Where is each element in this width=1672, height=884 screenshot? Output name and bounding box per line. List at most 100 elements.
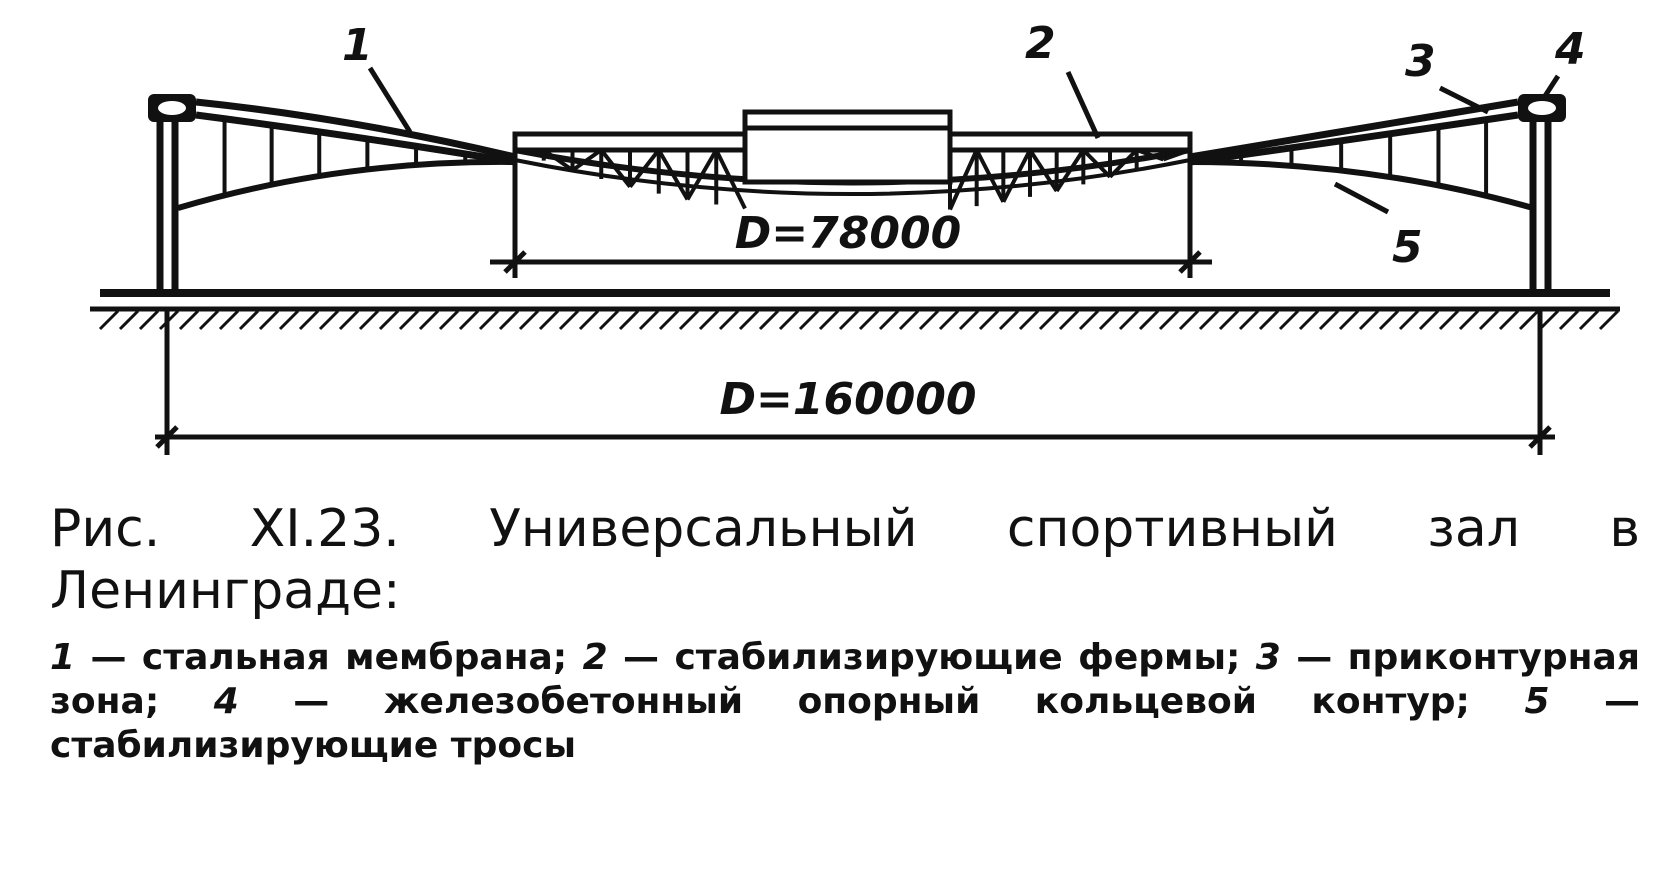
hatch-stroke	[1378, 309, 1400, 331]
hatch-stroke	[238, 309, 260, 331]
hatch-stroke	[858, 309, 880, 331]
hatch-stroke	[1178, 309, 1200, 331]
hatch-stroke	[1238, 309, 1260, 331]
hatch-stroke	[1258, 309, 1280, 331]
legend-number: 5	[1524, 681, 1550, 722]
truss-diagonal	[1001, 149, 1032, 203]
hatch-stroke	[618, 309, 640, 331]
truss-diagonal	[948, 149, 979, 211]
callout-leaders	[367, 66, 1561, 215]
hatch-stroke	[358, 309, 380, 331]
hatch-stroke	[1038, 309, 1060, 331]
truss-diagonal	[571, 148, 603, 172]
truss-diagonal	[599, 148, 632, 189]
hatch-stroke	[1218, 309, 1240, 331]
legend-number: 3	[1255, 637, 1281, 678]
hatch-stroke	[178, 309, 200, 331]
legend-text: стабилизирующие фермы;	[674, 637, 1256, 678]
truss-diagonal	[1162, 148, 1191, 162]
hatch-stroke	[518, 309, 540, 331]
inner-dimension-line	[490, 150, 1212, 278]
outer-span-label: D=160000	[719, 374, 976, 425]
hatch-stroke	[758, 309, 780, 331]
hatch-stroke	[1438, 309, 1460, 331]
hatch-stroke	[1278, 309, 1300, 331]
hatch-stroke	[478, 309, 500, 331]
legend-separator: —	[75, 637, 142, 678]
inner-span-label: D=78000	[735, 208, 961, 259]
legend-separator: —	[1280, 637, 1348, 678]
hatch-stroke	[1078, 309, 1100, 331]
truss-diagonal	[1028, 148, 1059, 193]
hatch-stroke	[438, 309, 460, 331]
hatch-stroke	[198, 309, 220, 331]
legend-text: приконтурная зона;	[50, 637, 1640, 722]
hatch-stroke	[1598, 309, 1620, 331]
legend-separator: —	[607, 637, 675, 678]
hatch-stroke	[678, 309, 700, 331]
truss-diagonal	[542, 148, 574, 172]
hatch-stroke	[378, 309, 400, 331]
legend-item: 1 — стальная мембрана;	[50, 637, 583, 678]
hatch-stroke	[1358, 309, 1380, 331]
cable-hangers	[222, 120, 1489, 196]
hatch-stroke	[398, 309, 420, 331]
central-lantern	[742, 109, 953, 185]
hatch-stroke	[298, 309, 320, 331]
hatch-stroke	[838, 309, 860, 331]
legend-number: 2	[582, 637, 608, 678]
legend-number: 4	[213, 681, 239, 722]
hatch-stroke	[138, 309, 160, 331]
legend-item: 4 — железобетонный опорный кольцевой кон…	[214, 681, 1525, 722]
outer-dimension-line	[155, 309, 1555, 455]
hatch-stroke	[1298, 309, 1320, 331]
truss-diagonal	[1108, 148, 1139, 179]
hatch-stroke	[578, 309, 600, 331]
callout-2: 2	[1025, 18, 1056, 69]
hatch-stroke	[218, 309, 240, 331]
legend-text: стальная мембрана;	[141, 637, 583, 678]
hatch-stroke	[1398, 309, 1420, 331]
hatch-stroke	[818, 309, 840, 331]
hatch-stroke	[718, 309, 740, 331]
truss-diagonal	[1081, 148, 1112, 179]
truss-diagonal	[714, 149, 747, 210]
truss-diagonal	[1054, 148, 1086, 193]
legend-text: стабилизирующие тросы	[50, 725, 577, 766]
callout-1: 1	[342, 20, 373, 71]
hatch-stroke	[738, 309, 760, 331]
hatch-stroke	[558, 309, 580, 331]
hatch-stroke	[1138, 309, 1160, 331]
hatch-stroke	[538, 309, 560, 331]
hatch-stroke	[1118, 309, 1140, 331]
hatch-stroke	[978, 309, 1000, 331]
building-section-diagram: D=78000 D=160000 1 2 3 4 5	[90, 18, 1620, 455]
hatch-stroke	[1578, 309, 1600, 331]
legend-item: 3 — приконтурная зона;	[50, 637, 1640, 722]
hatch-stroke	[938, 309, 960, 331]
hatch-stroke	[598, 309, 620, 331]
hatch-stroke	[1338, 309, 1360, 331]
hatch-stroke	[258, 309, 280, 331]
hatch-stroke	[998, 309, 1020, 331]
hatch-stroke	[1518, 309, 1540, 331]
legend-number: 1	[50, 637, 76, 678]
legend-text: железобетонный опорный кольцевой контур;	[383, 681, 1525, 722]
steel-membrane	[195, 98, 1519, 166]
hatch-stroke	[318, 309, 340, 331]
hatch-stroke	[498, 309, 520, 331]
caption-legend: 1 — стальная мембрана; 2 — стабилизирующ…	[50, 636, 1640, 768]
truss-diagonal	[974, 149, 1006, 203]
hatch-stroke	[798, 309, 820, 331]
hatch-stroke	[698, 309, 720, 331]
stabilizing-cables	[177, 158, 1534, 211]
truss-diagonal	[685, 148, 718, 201]
truss-diagonal	[657, 148, 690, 201]
legend-separator: —	[1549, 681, 1640, 722]
ground	[90, 289, 1620, 331]
hatch-stroke	[338, 309, 360, 331]
hatch-stroke	[1058, 309, 1080, 331]
ring-contour-left	[148, 94, 196, 122]
ground-hatching	[98, 309, 1620, 331]
truss-diagonal	[628, 148, 661, 189]
